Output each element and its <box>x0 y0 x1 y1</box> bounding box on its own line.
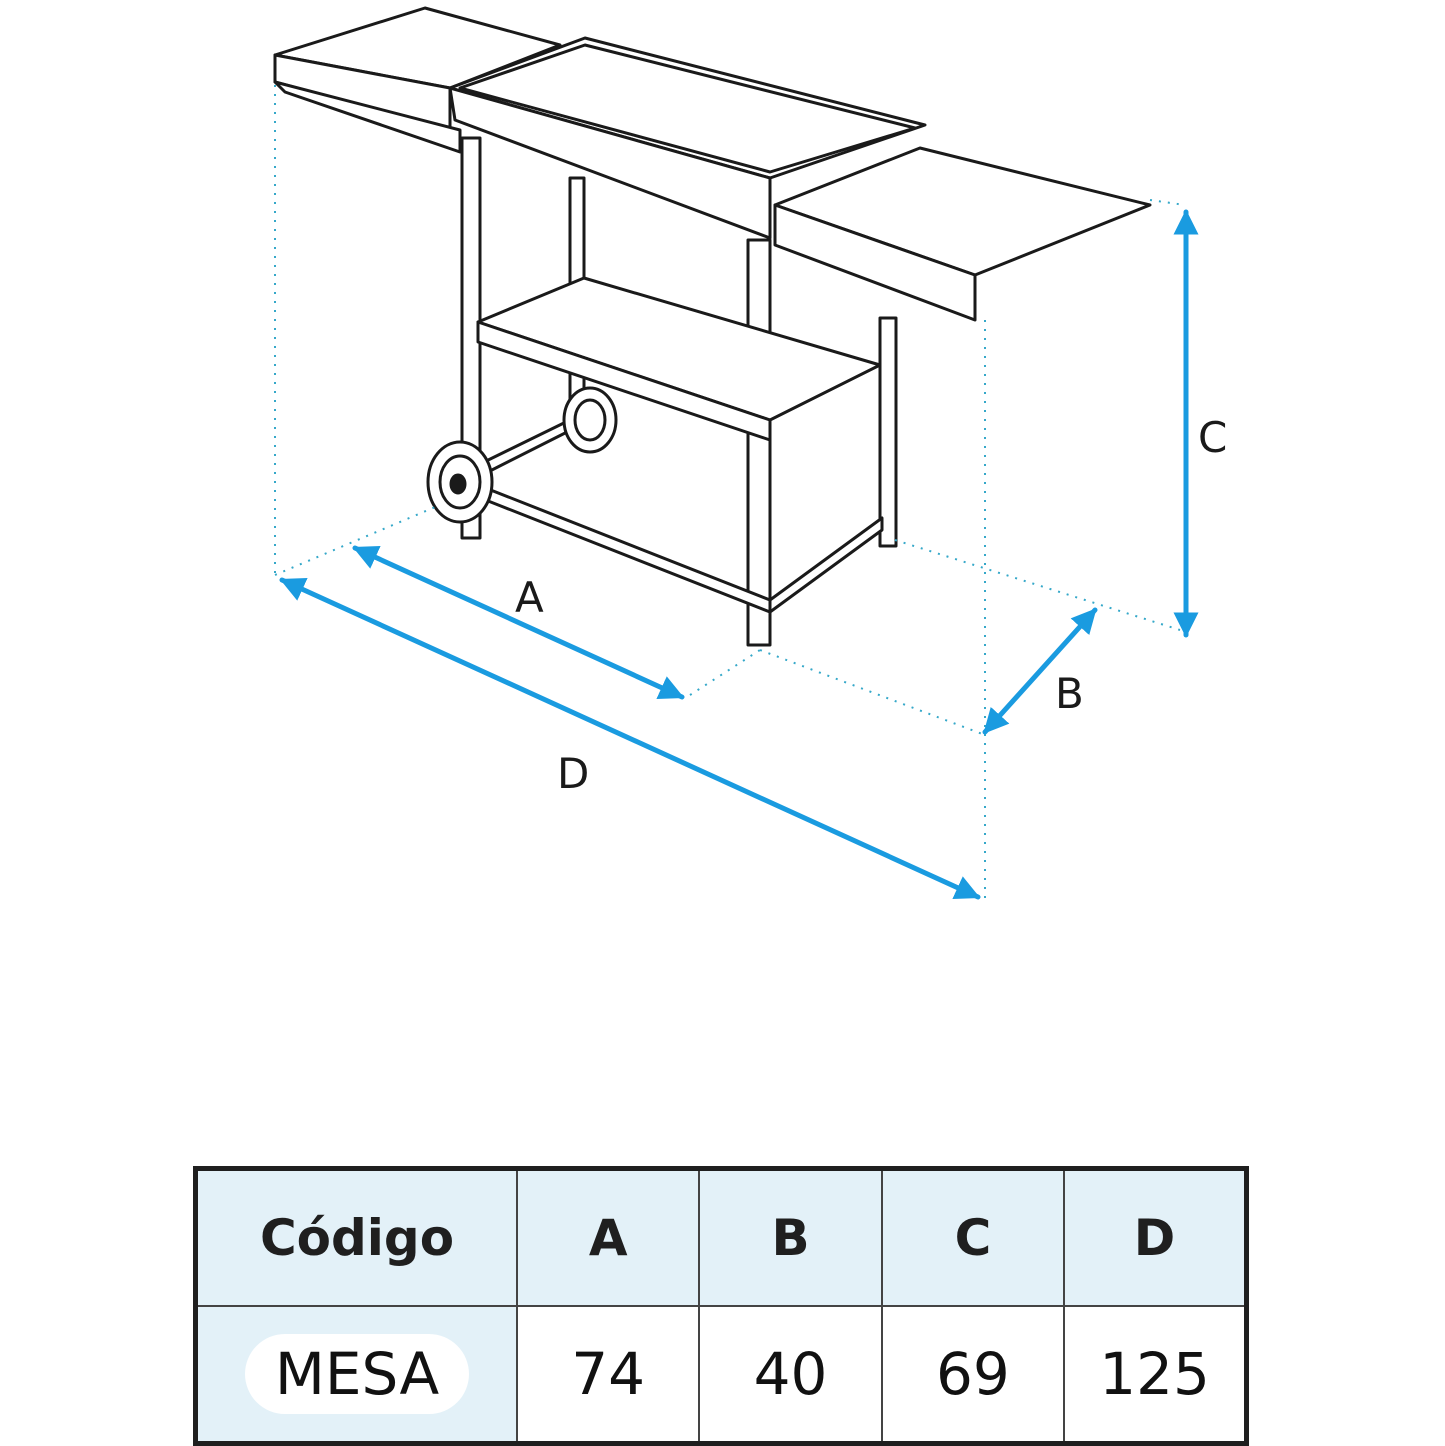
arrow-d <box>279 577 981 900</box>
arrow-b <box>982 607 1098 735</box>
table-header-row: Código A B C D <box>194 1167 1248 1307</box>
table-row: MESA 74 40 69 125 <box>194 1305 1248 1445</box>
dimension-arrows <box>279 209 1199 900</box>
cell-d: 125 <box>1063 1305 1248 1445</box>
dimensions-table: Código A B C D MESA 74 40 69 125 <box>193 1166 1249 1446</box>
code-value: MESA <box>244 1334 470 1414</box>
header-b: B <box>698 1167 883 1307</box>
arrow-a <box>352 545 685 700</box>
header-c: C <box>880 1167 1066 1307</box>
header-d: D <box>1063 1167 1248 1307</box>
cell-a: 74 <box>515 1305 701 1445</box>
cart-illustration <box>273 6 1152 647</box>
cell-code: MESA <box>194 1305 518 1445</box>
cell-c: 69 <box>880 1305 1066 1445</box>
cell-b: 40 <box>698 1305 883 1445</box>
label-a: A <box>515 573 544 622</box>
cart-dimension-diagram: A B C D <box>273 6 1227 900</box>
header-codigo: Código <box>194 1167 518 1307</box>
header-a: A <box>515 1167 701 1307</box>
label-d: D <box>557 749 589 798</box>
label-b: B <box>1055 669 1084 718</box>
label-c: C <box>1198 413 1227 462</box>
